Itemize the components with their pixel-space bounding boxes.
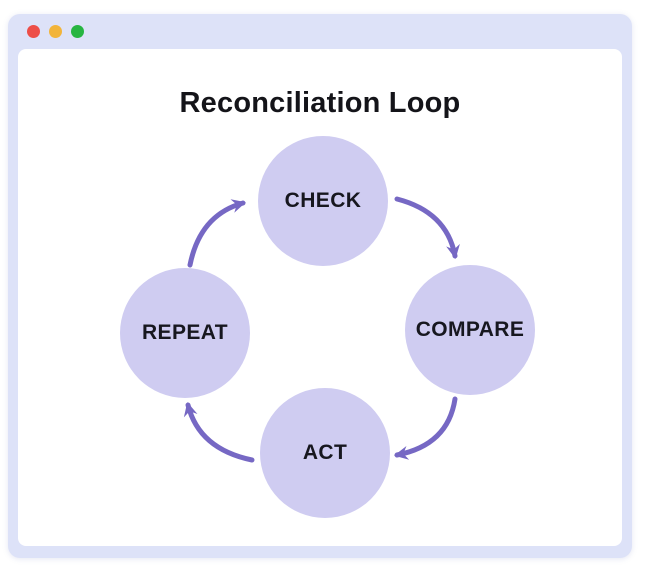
minimize-window-button[interactable] xyxy=(49,25,62,38)
arrow-check-to-compare xyxy=(394,196,460,259)
arrow-act-to-repeat xyxy=(183,402,255,463)
node-repeat[interactable]: REPEAT xyxy=(120,268,250,398)
node-repeat-label: REPEAT xyxy=(141,321,229,344)
arrow-repeat-to-check xyxy=(187,199,246,268)
node-act-label: ACT xyxy=(302,441,348,464)
diagram-title: Reconciliation Loop xyxy=(179,87,461,119)
window-titlebar xyxy=(8,14,632,49)
node-compare[interactable]: COMPARE xyxy=(405,265,535,395)
close-window-button[interactable] xyxy=(27,25,40,38)
browser-window: Reconciliation Loop CHECK COMPARE AC xyxy=(8,14,632,558)
node-compare-label: COMPARE xyxy=(415,318,525,341)
node-check[interactable]: CHECK xyxy=(258,136,388,266)
node-check-label: CHECK xyxy=(284,189,362,212)
window-content: Reconciliation Loop CHECK COMPARE AC xyxy=(18,49,622,546)
node-act[interactable]: ACT xyxy=(260,388,390,518)
maximize-window-button[interactable] xyxy=(71,25,84,38)
cycle-arrows xyxy=(183,196,460,463)
arrow-compare-to-act xyxy=(394,396,458,460)
